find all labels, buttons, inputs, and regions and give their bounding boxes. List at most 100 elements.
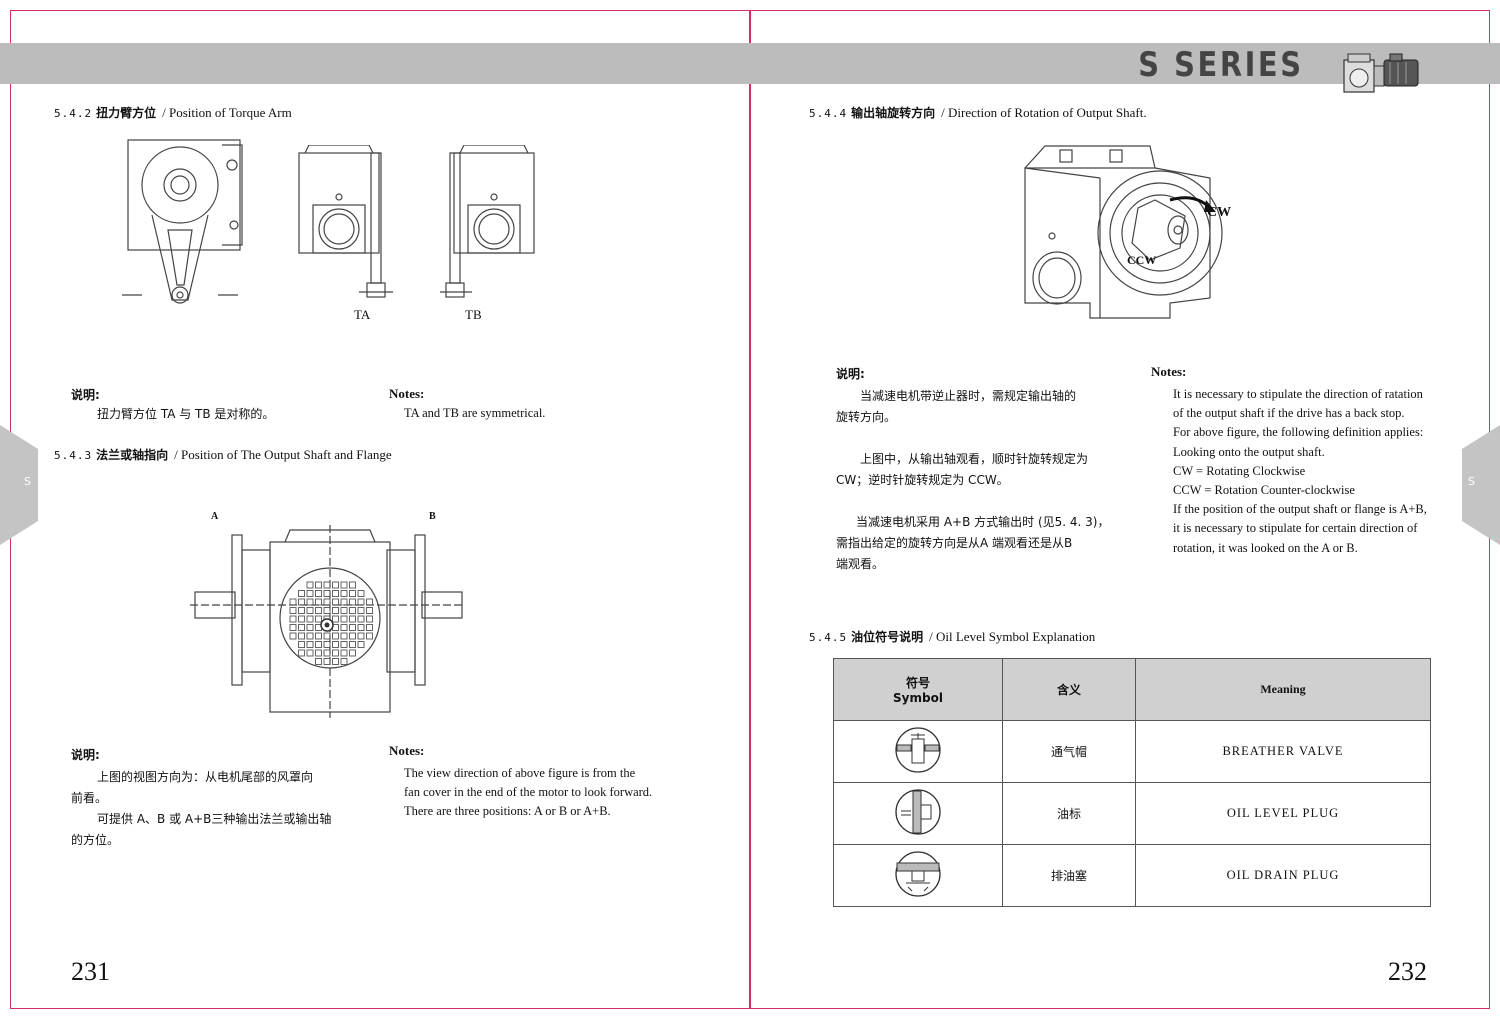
notes-right-en-label: Notes: <box>1151 364 1187 379</box>
fan-grid-cell <box>306 632 314 640</box>
fan-grid-cell <box>298 632 305 640</box>
fan-grid-cell <box>357 607 365 614</box>
table-row: 排油塞 OIL DRAIN PLUG <box>833 844 1431 907</box>
fan-grid-cell <box>306 641 314 648</box>
fan-grid-cell <box>315 607 322 614</box>
fan-grid-cell <box>298 641 305 648</box>
fan-grid-cell <box>357 598 365 606</box>
fan-grid-cell <box>366 624 373 631</box>
fan-grid-cell <box>366 607 373 614</box>
fan-grid-cell <box>366 598 373 606</box>
notes1-en-text: TA and TB are symmetrical. <box>404 406 546 420</box>
fan-grid-cell <box>306 581 314 589</box>
torque-arm-tb-drawing <box>440 145 535 298</box>
fan-grid-cell <box>340 658 348 665</box>
fan-grid-cell <box>306 624 314 631</box>
page-number-right: 232 <box>1388 957 1427 986</box>
output-flange-drawing <box>190 525 465 718</box>
fan-grid-cell <box>349 607 356 614</box>
fan-grid-cell <box>315 641 322 648</box>
notes2-en-label: Notes: <box>389 743 425 758</box>
notes-right-cn-label: 说明: <box>836 367 865 381</box>
fan-grid-cell <box>289 598 297 606</box>
symbol-cell <box>833 844 1003 907</box>
table-row: 通气帽 BREATHER VALVE <box>833 720 1431 783</box>
fan-grid-cell <box>306 649 314 657</box>
fan-grid-cell <box>349 581 356 589</box>
fan-grid-cell <box>289 615 297 623</box>
notes2-en-text: The view direction of above figure is fr… <box>404 766 653 819</box>
fan-grid-cell <box>340 607 348 614</box>
ta-label: TA <box>354 307 371 322</box>
fan-grid-cell <box>306 615 314 623</box>
fan-grid-cell <box>315 590 322 597</box>
fan-grid-cell <box>323 598 331 606</box>
fan-grid-cell <box>289 632 297 640</box>
fan-grid-cell <box>298 590 305 597</box>
notes1-cn-label: 说明: <box>71 388 100 402</box>
fan-grid-cell <box>315 632 322 640</box>
output-shaft-rotation-drawing <box>1024 145 1223 319</box>
fan-grid-cell <box>340 649 348 657</box>
header-meaning-cn: 含义 <box>1002 658 1136 721</box>
ccw-label: CCW <box>1127 253 1157 267</box>
torque-arm-ta-drawing <box>298 145 393 298</box>
series-title: S SERIES <box>1138 45 1304 85</box>
notes1-cn-text: 扭力臂方位 TA 与 TB 是对称的。 <box>97 407 275 421</box>
fan-grid-cell <box>323 581 331 589</box>
fan-grid-cell <box>332 641 339 648</box>
gearmotor-thumbnail-icon <box>1343 53 1419 93</box>
notes-right-cn-text: 当减速电机带逆止器时，需规定输出轴的 旋转方向。 上图中，从输出轴观看，顺时针旋… <box>836 389 1110 571</box>
fan-grid-cell <box>349 590 356 597</box>
fan-grid-cell <box>332 658 339 665</box>
fan-grid-cell <box>332 581 339 589</box>
fan-grid-cell <box>298 598 305 606</box>
fan-grid-cell <box>315 598 322 606</box>
fan-grid-cell <box>289 607 297 614</box>
header-meaning-en: Meaning <box>1135 658 1431 721</box>
fan-grid-cell <box>357 624 365 631</box>
breather-valve-icon <box>895 726 941 773</box>
fan-grid-cell <box>349 624 356 631</box>
fan-grid-cell <box>332 615 339 623</box>
fan-grid-cell <box>315 649 322 657</box>
fan-grid-cell <box>298 624 305 631</box>
fan-grid-cell <box>349 632 356 640</box>
fan-grid-cell <box>349 649 356 657</box>
fan-grid-cell <box>298 607 305 614</box>
side-tab-right: S <box>1462 425 1500 545</box>
notes2-cn-text: 上图的视图方向为：从电机尾部的风罩向 前看。 可提供 A、B 或 A+B三种输出… <box>71 770 332 847</box>
fan-grid-cell <box>366 632 373 640</box>
symbol-cell <box>833 782 1003 845</box>
fan-grid-cell <box>340 590 348 597</box>
fan-grid-cell <box>315 581 322 589</box>
fan-grid-cell <box>306 607 314 614</box>
fan-grid-cell <box>323 649 331 657</box>
fan-grid-cell <box>332 632 339 640</box>
notes-right-en-text: It is necessary to stipulate the directi… <box>1173 387 1427 555</box>
symbol-cell <box>833 720 1003 783</box>
fan-grid-cell <box>349 615 356 623</box>
fan-grid-cell <box>357 641 365 648</box>
fan-grid-cell <box>340 641 348 648</box>
fan-grid-cell <box>323 632 331 640</box>
fan-grid-cell <box>289 624 297 631</box>
oil-level-plug-icon <box>895 788 941 835</box>
fan-grid-cell <box>332 590 339 597</box>
fan-grid-cell <box>340 581 348 589</box>
fan-grid-cell <box>323 658 331 665</box>
fan-grid-cell <box>349 641 356 648</box>
tb-label: TB <box>465 307 482 322</box>
side-tab-left: S <box>0 425 38 545</box>
fan-grid-cell <box>315 658 322 665</box>
fan-grid-cell <box>340 632 348 640</box>
fan-grid-cell <box>340 624 348 631</box>
fan-grid-cell <box>332 607 339 614</box>
fan-grid-cell <box>357 615 365 623</box>
notes2-cn-label: 说明: <box>71 748 100 762</box>
fan-grid-cell <box>332 649 339 657</box>
